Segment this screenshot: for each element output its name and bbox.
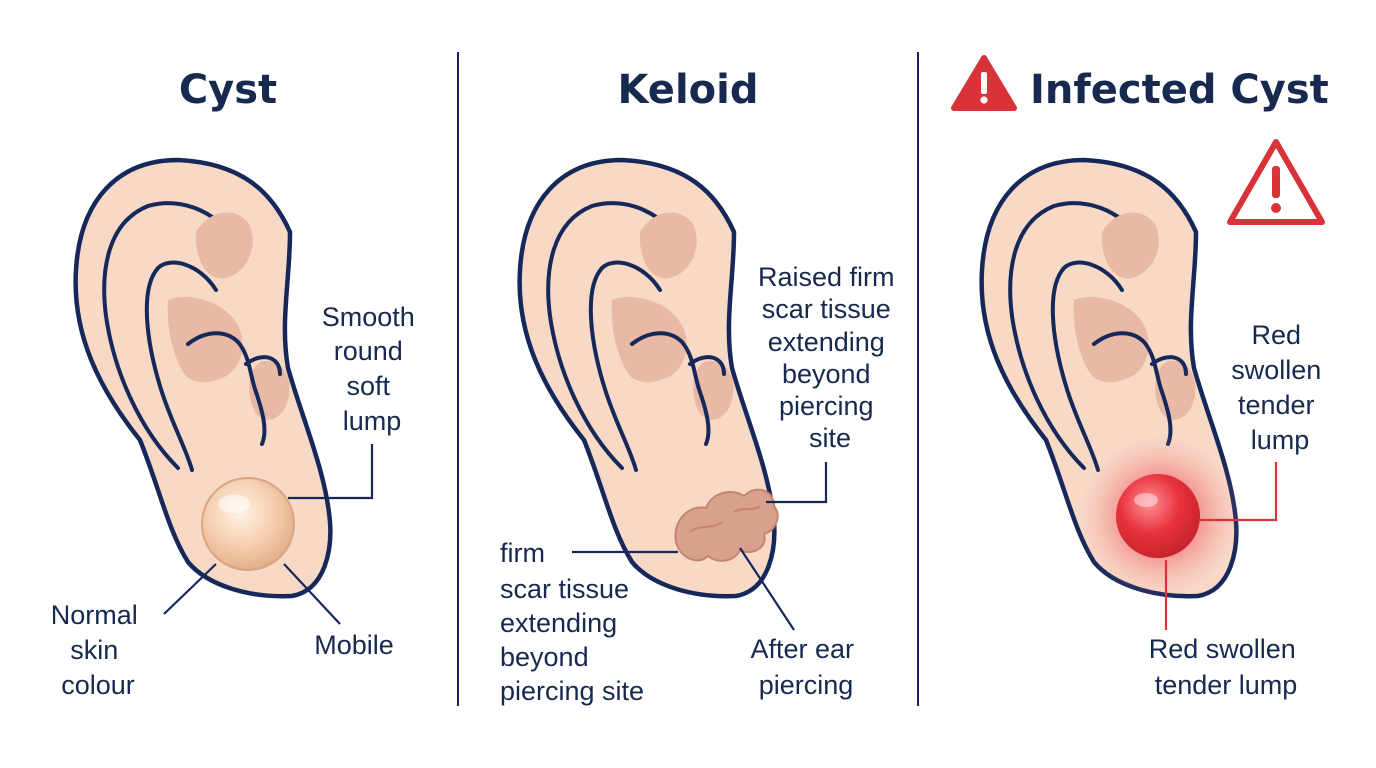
infected-lump — [1116, 474, 1200, 558]
leader-raised — [766, 462, 828, 504]
warning-triangle-icon — [951, 55, 1017, 111]
label-mobile: Mobile — [314, 630, 394, 660]
leader-skin — [163, 563, 217, 615]
panel-infected-cyst: Infected Cyst Red swollen tender lump Re… — [951, 55, 1329, 700]
warning-triangle-icon — [1227, 139, 1325, 225]
leader-lump — [288, 444, 374, 500]
label-firm-scar-tissue: firm scar tissue extending beyond pierci… — [500, 538, 644, 706]
lump-highlight — [1134, 493, 1158, 507]
leader-after — [739, 547, 795, 631]
label-smooth-round-soft-lump: Smooth round soft lump — [322, 302, 423, 436]
keloid-texture — [689, 505, 761, 533]
panel-title-infected-cyst: Infected Cyst — [1030, 67, 1329, 113]
leader-red-side — [1198, 462, 1278, 522]
leader-mobile — [283, 563, 341, 625]
label-raised-firm-scar-tissue: Raised firm scar tissue extending beyond… — [758, 262, 902, 453]
label-red-swollen-tender-lump-bottom: Red swollen tender lump — [1149, 634, 1304, 700]
panel-title-keloid: Keloid — [618, 67, 759, 113]
label-red-swollen-tender-lump-side: Red swollen tender lump — [1231, 320, 1329, 455]
label-normal-skin-colour: Normal skin colour — [51, 600, 146, 700]
cyst-lump — [201, 477, 295, 571]
label-after-ear-piercing: After ear piercing — [750, 634, 861, 700]
panel-keloid: Keloid Raised firm scar tissue extending… — [500, 67, 902, 706]
panel-cyst: Cyst Smooth round soft lump Normal skin … — [51, 67, 423, 700]
cyst-highlight — [218, 495, 250, 513]
panel-title-cyst: Cyst — [179, 67, 277, 113]
keloid-scar — [674, 488, 779, 562]
